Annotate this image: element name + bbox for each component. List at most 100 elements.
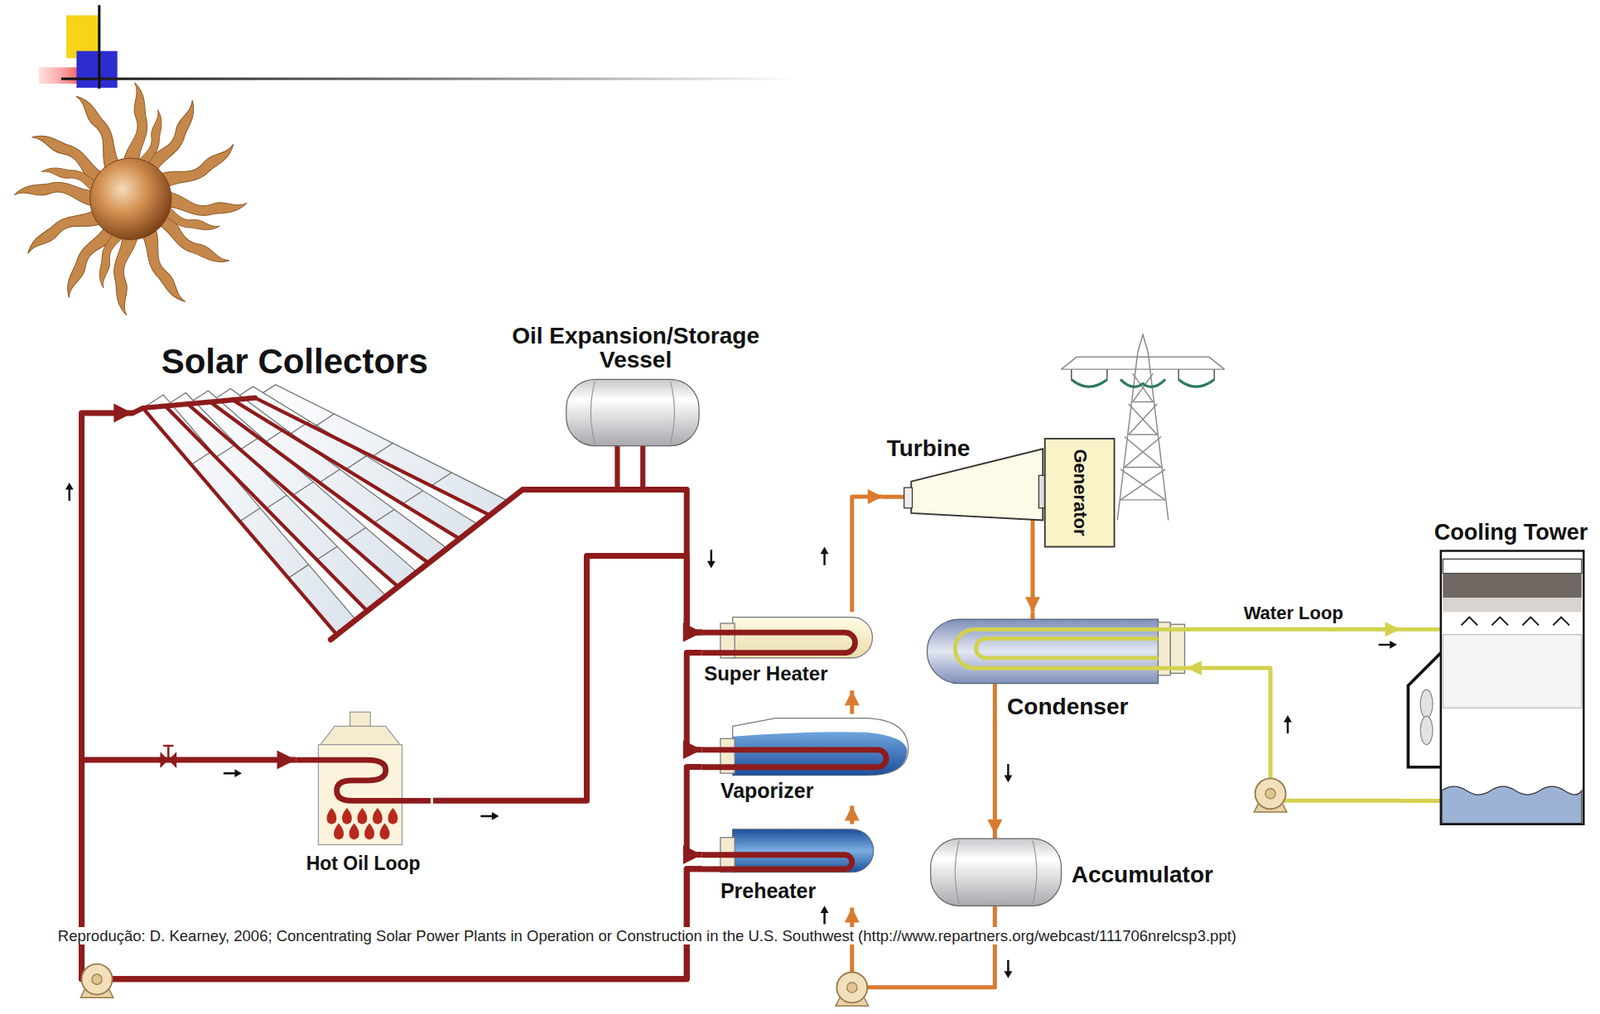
solar-collector-field xyxy=(240,436,367,541)
flow-arrow xyxy=(223,769,242,778)
arrow-head xyxy=(683,845,703,865)
component-node: Super Heater xyxy=(702,612,878,691)
flow-arrow xyxy=(1378,640,1398,650)
oil-heater xyxy=(333,824,344,841)
sun-symbol xyxy=(134,226,196,309)
arrow-head xyxy=(1186,660,1202,676)
expansion-vessel xyxy=(616,446,643,491)
arrow-head xyxy=(113,404,133,424)
pipe-connector xyxy=(844,908,995,988)
condenser xyxy=(976,638,1159,658)
pipe-connector xyxy=(81,404,703,980)
pipe-connector xyxy=(1025,527,1041,613)
component-node: Solar Collectors xyxy=(132,342,523,645)
expansion-vessel xyxy=(590,381,675,444)
super-heater xyxy=(702,632,856,654)
expansion-vessel xyxy=(566,379,699,446)
arrow-head xyxy=(844,690,860,706)
accumulator xyxy=(930,834,1062,911)
oil-heater xyxy=(372,808,383,825)
solar-collector-field xyxy=(216,443,338,560)
component-node: Vaporizer xyxy=(702,714,912,807)
oil-heater xyxy=(350,712,372,727)
component-label: Generator xyxy=(1069,449,1090,537)
solar-collector-field xyxy=(143,408,338,636)
cooling-tower xyxy=(1442,597,1582,613)
component-node: Generator xyxy=(1045,438,1115,548)
oil-heater xyxy=(379,824,390,841)
solar-collector-field xyxy=(255,398,490,516)
solar-collector-field xyxy=(289,421,423,505)
preheater xyxy=(702,855,853,870)
component-node: Condenser xyxy=(923,612,1187,725)
pipe-line xyxy=(992,724,998,835)
oil-heater xyxy=(320,726,400,745)
pipe-connector xyxy=(683,653,703,760)
sun-symbol xyxy=(114,236,139,316)
flow-arrow xyxy=(480,812,499,821)
turbine-generator xyxy=(1045,438,1115,548)
sun-symbol xyxy=(123,82,148,163)
arrow-head xyxy=(277,751,297,771)
pipe-line xyxy=(852,496,883,613)
pipe-connector xyxy=(987,724,1003,835)
pipe-line xyxy=(686,653,702,751)
arrow-head xyxy=(1385,621,1401,637)
arrow-head xyxy=(683,623,703,643)
pump-symbol xyxy=(1253,778,1287,813)
valve-symbol xyxy=(159,746,177,769)
slide-decoration xyxy=(76,51,117,88)
solar-collector-field xyxy=(165,405,368,612)
transmission-tower xyxy=(1120,373,1166,501)
sun-symbol xyxy=(66,90,127,172)
component-label: Hot Oil Loop xyxy=(295,853,431,876)
turbine-generator xyxy=(904,487,913,509)
slide-decoration xyxy=(97,4,101,89)
component-node: Turbine xyxy=(882,433,1043,528)
component-label: Turbine xyxy=(886,435,971,462)
oil-heater xyxy=(349,824,360,841)
pipe-connector xyxy=(852,489,883,613)
sun-symbol xyxy=(14,82,247,316)
sun-symbol xyxy=(89,158,172,241)
cooling-tower xyxy=(1407,653,1441,768)
transmission-tower xyxy=(1117,334,1169,521)
pipe-line xyxy=(433,556,703,802)
cooling-tower xyxy=(1440,550,1585,825)
preheater xyxy=(702,829,874,873)
component-label: Preheater xyxy=(720,879,816,903)
solar-collector-field xyxy=(143,385,511,636)
vaporizer xyxy=(702,718,909,776)
oil-heater xyxy=(326,808,398,840)
solar-collector-field xyxy=(132,398,256,414)
pipe-line xyxy=(81,760,703,980)
condenser xyxy=(954,629,1187,669)
oil-heater xyxy=(364,824,375,841)
arrow-head xyxy=(987,819,1003,835)
solar-collector-field xyxy=(132,385,523,641)
flow-arrow xyxy=(65,482,1398,979)
component-node: Hot Oil Loop xyxy=(295,708,434,881)
sun-symbol xyxy=(14,182,94,207)
source-caption: Reprodução: D. Kearney, 2006; Concentrat… xyxy=(56,927,1239,945)
flow-arrow xyxy=(1003,960,1013,979)
component-label: Condenser xyxy=(1007,693,1128,720)
slide-decoration xyxy=(38,4,796,89)
flow-arrow xyxy=(1283,715,1292,734)
cooling-tower xyxy=(1420,689,1433,719)
component-node: Oil Expansion/Storage Vessel xyxy=(497,321,776,449)
sun-symbol xyxy=(167,192,247,217)
expansion-vessel xyxy=(566,379,699,490)
component-label: Cooling Tower xyxy=(1400,520,1589,545)
component-label: Vaporizer xyxy=(720,779,815,803)
transmission-tower xyxy=(1071,379,1215,387)
pipe-connector xyxy=(1186,660,1401,801)
arrow-head xyxy=(844,908,860,924)
pipe-line xyxy=(686,767,702,856)
component-node: Preheater xyxy=(702,824,878,909)
cooling-tower xyxy=(1460,617,1570,627)
transmission-tower xyxy=(1071,369,1215,380)
sun-symbol xyxy=(21,202,103,264)
